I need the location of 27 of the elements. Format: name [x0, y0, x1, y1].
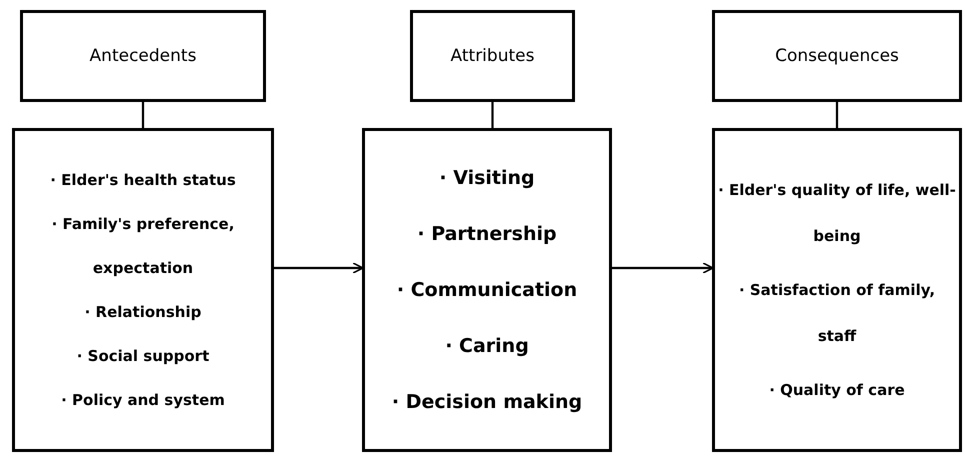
- list-item: · Satisfaction of family, staff: [738, 280, 936, 347]
- header-title: Attributes: [450, 46, 534, 66]
- list-item: · Caring: [445, 334, 529, 359]
- list-item: · Elder's health status: [50, 170, 236, 191]
- list-item: · Visiting: [439, 166, 535, 191]
- list-item: · Relationship: [84, 302, 202, 323]
- list-item: · Partnership: [417, 222, 557, 247]
- list-item: · Decision making: [392, 390, 582, 415]
- arrow: [274, 262, 364, 274]
- connector-line: [142, 102, 144, 128]
- list-box: [712, 128, 962, 452]
- list-item: · Policy and system: [61, 390, 225, 411]
- list-item: · Communication: [396, 278, 578, 303]
- list-item: · Quality of care: [769, 380, 905, 401]
- header-box: [712, 10, 962, 102]
- header-title: Consequences: [775, 46, 899, 66]
- connector-line: [491, 102, 494, 128]
- arrow: [612, 262, 714, 274]
- header-title: Antecedents: [90, 46, 196, 66]
- header-box: [410, 10, 575, 102]
- header-box: [20, 10, 266, 102]
- list-item: · Elder's quality of life, well-being: [718, 180, 956, 247]
- list-item: · Social support: [76, 346, 210, 367]
- list-box: [12, 128, 274, 452]
- connector-line: [836, 102, 838, 128]
- list-box: [362, 128, 612, 452]
- list-item: · Family's preference, expectation: [50, 214, 236, 279]
